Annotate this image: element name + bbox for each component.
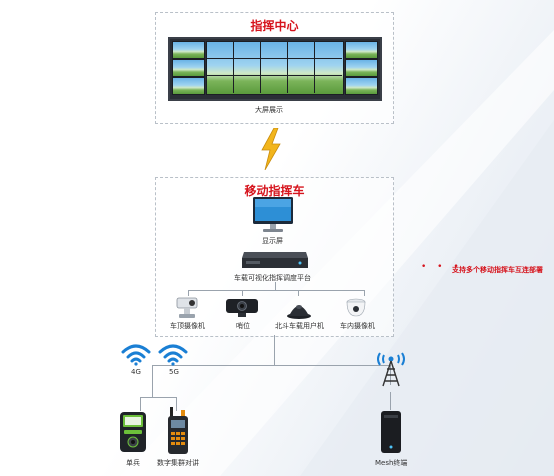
server-icon — [242, 252, 308, 268]
platform-label: 车载可视化指挥调度平台 — [234, 274, 311, 282]
dome-camera-icon — [346, 298, 366, 317]
wall-center-screen — [206, 41, 344, 95]
mesh-terminal-icon — [381, 411, 401, 453]
trunk-radio-icon — [168, 407, 188, 454]
wall-cell — [345, 59, 378, 77]
wall-label: 大屏展示 — [255, 106, 283, 114]
monitor-icon — [253, 197, 293, 232]
wall-cell — [172, 41, 205, 59]
side-note-text: 支持多个移动指挥车互连部署 — [452, 266, 543, 274]
command-center-title: 指挥中心 — [250, 19, 299, 33]
device-label: 车顶摄像机 — [170, 322, 205, 330]
device-label: 车内摄像机 — [340, 322, 375, 330]
wall-cell — [172, 59, 205, 77]
device-label: 北斗车载用户机 — [275, 322, 324, 330]
lightning-icon — [261, 128, 281, 170]
wifi-5g-label: 5G — [169, 368, 179, 376]
soldier-label: 单兵 — [126, 459, 140, 467]
radio-label: 数字集群对讲 — [157, 459, 199, 467]
ptz-camera-icon — [176, 297, 198, 318]
wall-cell — [345, 41, 378, 59]
wifi-4g-label: 4G — [131, 368, 141, 376]
webcam-icon — [226, 299, 258, 317]
wall-cell — [345, 77, 378, 95]
video-wall — [168, 37, 382, 101]
display-label: 显示屏 — [262, 237, 283, 245]
wall-cell — [172, 77, 205, 95]
side-note-dots: • • • — [421, 262, 463, 272]
mobile-vehicle-title: 移动指挥车 — [244, 184, 305, 198]
wifi-5g-icon — [158, 344, 188, 366]
device-label: 哨位 — [236, 322, 250, 330]
wifi-4g-icon — [121, 344, 151, 366]
mesh-label: Mesh终端 — [375, 459, 408, 467]
soldier-device-icon — [120, 412, 146, 452]
antenna-tower-icon — [377, 352, 405, 387]
beidou-terminal-icon — [287, 305, 311, 319]
